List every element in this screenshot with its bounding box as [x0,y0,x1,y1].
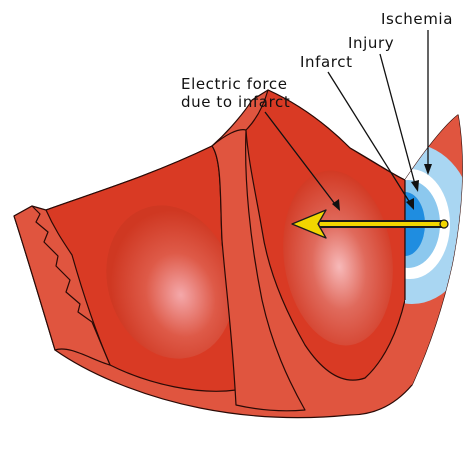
injury-leader-line [380,54,416,188]
electric-force-label-line2: due to infarct [181,93,290,111]
infarct-label: Infarct [300,53,353,71]
ischemia-label: Ischemia [381,10,453,28]
electric-force-label-line1: Electric force [181,75,288,93]
injury-label: Injury [348,34,394,52]
